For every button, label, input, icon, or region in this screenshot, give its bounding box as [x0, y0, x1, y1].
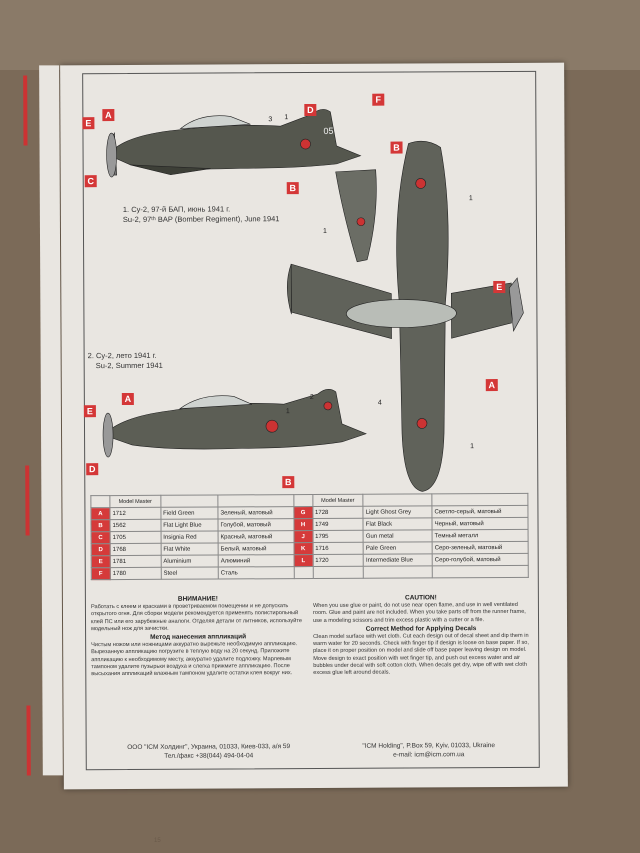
- warning-body-ru: Работать с клеем и красками в проветрива…: [90, 603, 302, 632]
- svg-text:05: 05: [323, 126, 333, 136]
- callout-4: 4: [377, 399, 382, 407]
- model-master-header: Model Master: [109, 495, 161, 508]
- instruction-sheet: 05 A E C B D F B E A: [23, 62, 568, 790]
- aircraft-1-side-view: 05: [106, 109, 362, 178]
- model-master-header: Model Master: [312, 494, 364, 507]
- footer-en: "ICM Holding", P.Box 59, Kyiv, 01033, Uk…: [362, 742, 496, 759]
- wing-panel-view: [335, 169, 377, 263]
- color-marker-b: B: [286, 182, 299, 195]
- red-edge-strip: [26, 705, 31, 776]
- color-marker-d: D: [304, 103, 317, 117]
- caption-2-en: Su-2, Summer 1941: [95, 360, 163, 371]
- red-edge-strip: [25, 465, 30, 536]
- aircraft-2-side-view: [102, 389, 367, 458]
- color-marker-e: E: [493, 280, 506, 294]
- color-marker-e: E: [83, 405, 96, 418]
- color-marker-e: E: [82, 117, 95, 130]
- color-marker-d: D: [86, 463, 99, 476]
- warning-title-ru: ВНИМАНИЕ!: [177, 595, 218, 603]
- color-marker-b: B: [282, 476, 295, 489]
- aircraft-2-top-view: [286, 140, 524, 492]
- method-title-ru: Метод нанесения аппликаций: [150, 633, 247, 641]
- callout-2: 2: [309, 394, 314, 402]
- instructions-english: CAUTION! When you use glue or paint, do …: [313, 593, 529, 677]
- callout-1: 1: [322, 227, 327, 235]
- warning-title-en: CAUTION!: [404, 594, 437, 602]
- caption-2-ru: 2. Су-2, лето 1941 г.: [87, 350, 157, 361]
- footer-ru: ООО "ICM Холдинг", Украина, 01033, Киев-…: [127, 743, 291, 760]
- method-body-ru: Чистым ножом или ножницами аккуратно выр…: [91, 641, 298, 678]
- color-marker-c: C: [84, 175, 97, 188]
- color-marker-b: B: [390, 141, 403, 154]
- callout-3: 3: [268, 116, 273, 124]
- color-marker-f: F: [372, 93, 385, 106]
- red-edge-strip: [23, 75, 28, 146]
- sheet-left-margin: [23, 65, 63, 776]
- instructions-russian: ВНИМАНИЕ! Работать с клеем и красками в …: [91, 594, 305, 678]
- warning-body-en: When you use glue or paint, do not use n…: [312, 602, 526, 624]
- caption-1-en: Su-2, 97ᵗʰ BAP (Bomber Regiment), June 1…: [122, 214, 280, 224]
- color-marker-a: A: [102, 109, 115, 122]
- color-marker-a: A: [485, 379, 498, 392]
- callout-1: 1: [470, 443, 475, 451]
- background-top: [0, 0, 640, 70]
- callout-1: 1: [468, 195, 473, 203]
- callout-1: 1: [285, 408, 290, 416]
- callout-1: 1: [284, 114, 289, 122]
- page-number: 15: [154, 838, 161, 844]
- caption-aircraft-1: 1. Су-2, 97-й БАП, июнь 1941 г. Su-2, 97…: [123, 204, 280, 225]
- aircraft-drawings: 05: [102, 109, 524, 492]
- color-marker-a: A: [121, 392, 134, 406]
- method-body-en: Clean model surface with wet cloth. Cut …: [313, 632, 529, 677]
- caption-aircraft-2: 2. Су-2, лето 1941 г. Su-2, Summer 1941: [88, 351, 163, 371]
- method-title-en: Correct Method for Applying Decals: [365, 624, 477, 633]
